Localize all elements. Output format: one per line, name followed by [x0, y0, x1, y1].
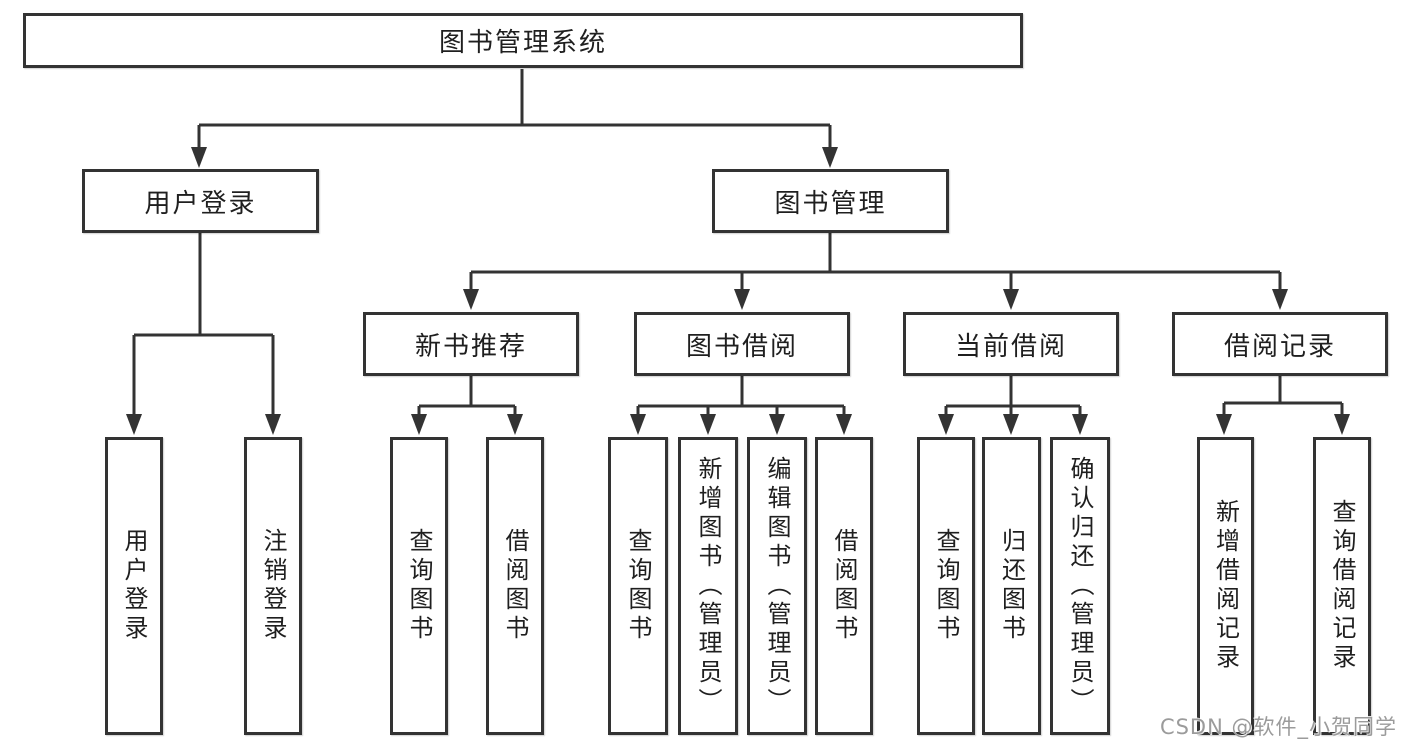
node-borrow-books-leaf-1: 借阅图书 [486, 437, 544, 735]
arrow-down-icon [1072, 414, 1088, 435]
arrow-down-icon [700, 414, 716, 435]
node-query-borrow-record-leaf: 查询借阅记录 [1313, 437, 1371, 735]
arrow-down-icon [836, 414, 852, 435]
arrow-down-icon [265, 414, 281, 435]
node-current-borrowing: 当前借阅 [903, 312, 1119, 376]
arrow-down-icon [1216, 414, 1232, 435]
arrow-down-icon [1003, 414, 1019, 435]
arrow-down-icon [507, 414, 523, 435]
node-book-management-branch: 图书管理 [712, 169, 949, 233]
node-return-books-leaf: 归还图书 [982, 437, 1041, 735]
node-borrow-books-leaf-2: 借阅图书 [815, 437, 873, 735]
node-library-management-system: 图书管理系统 [23, 13, 1023, 68]
node-query-books-leaf-2: 查询图书 [608, 437, 668, 735]
node-add-books-admin-leaf: 新增图书（管理员） [678, 437, 738, 735]
arrow-down-icon [191, 147, 207, 168]
arrow-down-icon [463, 289, 479, 310]
node-book-borrowing: 图书借阅 [634, 312, 850, 376]
arrow-down-icon [938, 414, 954, 435]
arrow-down-icon [734, 289, 750, 310]
node-confirm-return-admin-leaf: 确认归还（管理员） [1050, 437, 1110, 735]
arrow-down-icon [1003, 289, 1019, 310]
node-query-books-leaf-1: 查询图书 [390, 437, 448, 735]
node-add-borrow-record-leaf: 新增借阅记录 [1197, 437, 1254, 735]
arrow-down-icon [769, 414, 785, 435]
csdn-watermark: CSDN @软件_小贺同学 [1159, 715, 1397, 739]
arrow-down-icon [1334, 414, 1350, 435]
arrow-down-icon [1272, 289, 1288, 310]
node-logout-leaf: 注销登录 [244, 437, 302, 735]
node-user-login-leaf: 用户登录 [105, 437, 163, 735]
node-user-login-branch: 用户登录 [82, 169, 319, 233]
arrow-down-icon [822, 147, 838, 168]
arrow-down-icon [630, 414, 646, 435]
node-query-books-leaf-3: 查询图书 [917, 437, 975, 735]
arrow-down-icon [126, 414, 142, 435]
connector-lines [132, 69, 1344, 419]
node-edit-books-admin-leaf: 编辑图书（管理员） [747, 437, 807, 735]
node-borrowing-records: 借阅记录 [1172, 312, 1388, 376]
node-new-book-recommendation: 新书推荐 [363, 312, 579, 376]
arrow-down-icon [411, 414, 427, 435]
